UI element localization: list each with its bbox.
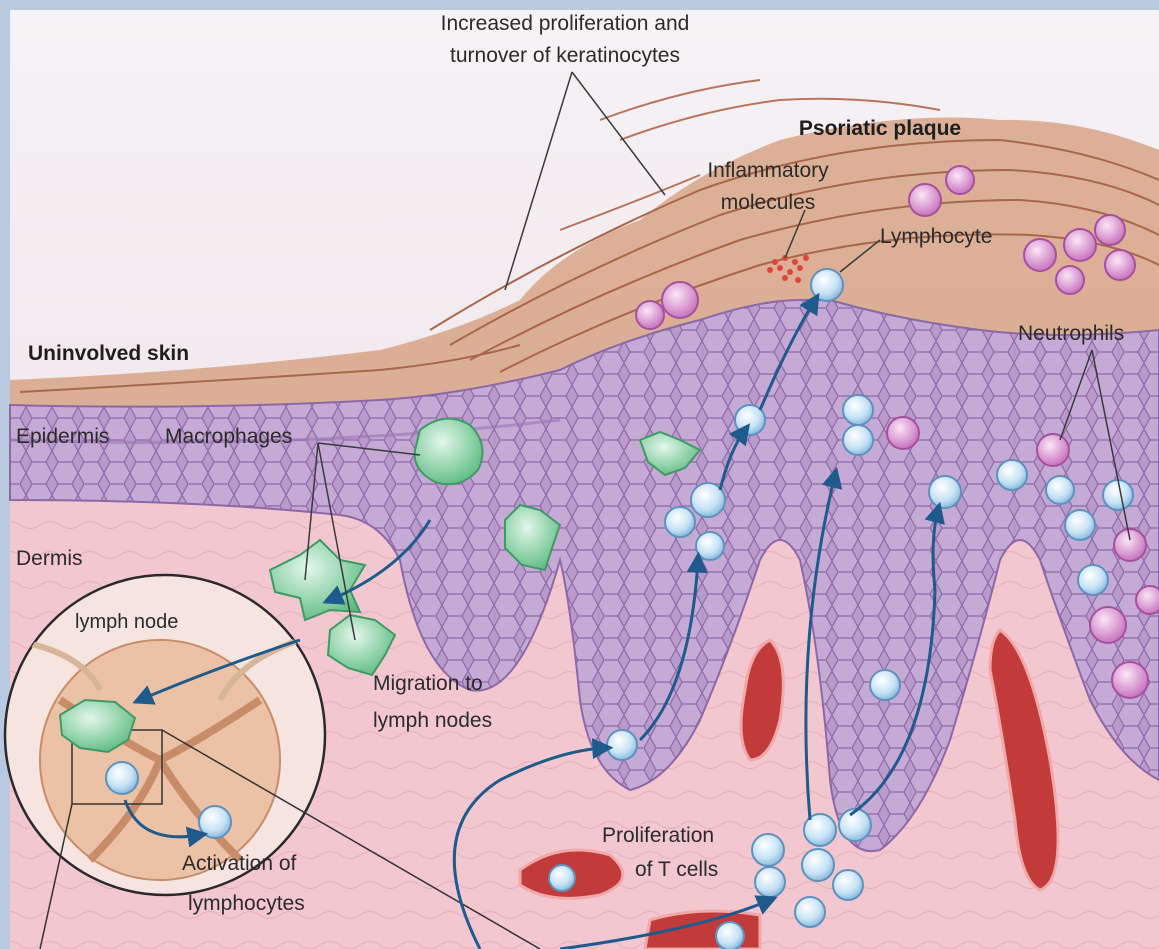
neutrophil-cell: [887, 417, 919, 449]
lymphocyte-cell: [199, 806, 231, 838]
neutrophil-cell: [946, 166, 974, 194]
neutrophil-cell: [1037, 434, 1069, 466]
label-inflammatory-line2: molecules: [721, 191, 816, 214]
neutrophil-cell: [1056, 266, 1084, 294]
neutrophil-cell: [636, 301, 664, 329]
lymphocyte-cell: [843, 395, 873, 425]
lymphocyte-cell: [607, 730, 637, 760]
label-migration-line1: Migration to: [373, 672, 483, 695]
lymphocyte-cell: [929, 476, 961, 508]
macrophage-cell: [415, 419, 483, 485]
neutrophil-cell: [1064, 229, 1096, 261]
lymphocyte-cell: [870, 670, 900, 700]
lymphocyte-cell: [665, 507, 695, 537]
lymphocyte-cell: [1046, 476, 1074, 504]
lymphocyte-cell: [833, 870, 863, 900]
neutrophil-cell: [1112, 662, 1148, 698]
lymphocyte-cell: [997, 460, 1027, 490]
label-lymph-node: lymph node: [75, 611, 178, 633]
lymphocyte-cell: [106, 762, 138, 794]
lymphocyte-cell: [843, 425, 873, 455]
lymphocyte-cell: [1078, 565, 1108, 595]
neutrophil-cell: [1024, 239, 1056, 271]
lymphocyte-cell: [1065, 510, 1095, 540]
lymphocyte-cell: [549, 865, 575, 891]
lymphocyte-cell: [1103, 480, 1133, 510]
label-macrophages: Macrophages: [165, 425, 292, 448]
label-psoriatic-plaque: Psoriatic plaque: [799, 117, 961, 140]
label-lymphocyte: Lymphocyte: [880, 225, 992, 248]
neutrophil-cell: [1095, 215, 1125, 245]
lymphocyte-cell: [839, 809, 871, 841]
label-epidermis: Epidermis: [16, 425, 109, 448]
label-dermis: Dermis: [16, 547, 83, 570]
lymphocyte-cell: [755, 867, 785, 897]
neutrophil-cell: [1105, 250, 1135, 280]
label-top-line1: Increased proliferation and: [441, 12, 690, 35]
label-uninvolved-skin: Uninvolved skin: [28, 342, 189, 365]
label-migration-line2: lymph nodes: [373, 709, 492, 732]
label-activation-line2: lymphocytes: [188, 892, 305, 915]
lymphocyte-cell: [716, 922, 744, 949]
label-activation-line1: Activation of: [182, 852, 297, 875]
neutrophil-cell: [1136, 586, 1159, 614]
label-neutrophils: Neutrophils: [1018, 322, 1124, 345]
label-proliferation-line2: of T cells: [635, 858, 718, 881]
neutrophil-cell: [662, 282, 698, 318]
neutrophil-cell: [1114, 529, 1146, 561]
label-inflammatory-line1: Inflammatory: [707, 159, 829, 182]
lymphocyte-cell: [752, 834, 784, 866]
lymphocyte-cell: [795, 897, 825, 927]
label-top-line2: turnover of keratinocytes: [450, 44, 680, 67]
lymphocyte-cell: [811, 269, 843, 301]
lymphocyte-cell: [696, 532, 724, 560]
label-proliferation-line1: Proliferation: [602, 824, 714, 847]
neutrophil-cell: [1090, 607, 1126, 643]
lymphocyte-cell: [802, 849, 834, 881]
neutrophil-cell: [909, 184, 941, 216]
